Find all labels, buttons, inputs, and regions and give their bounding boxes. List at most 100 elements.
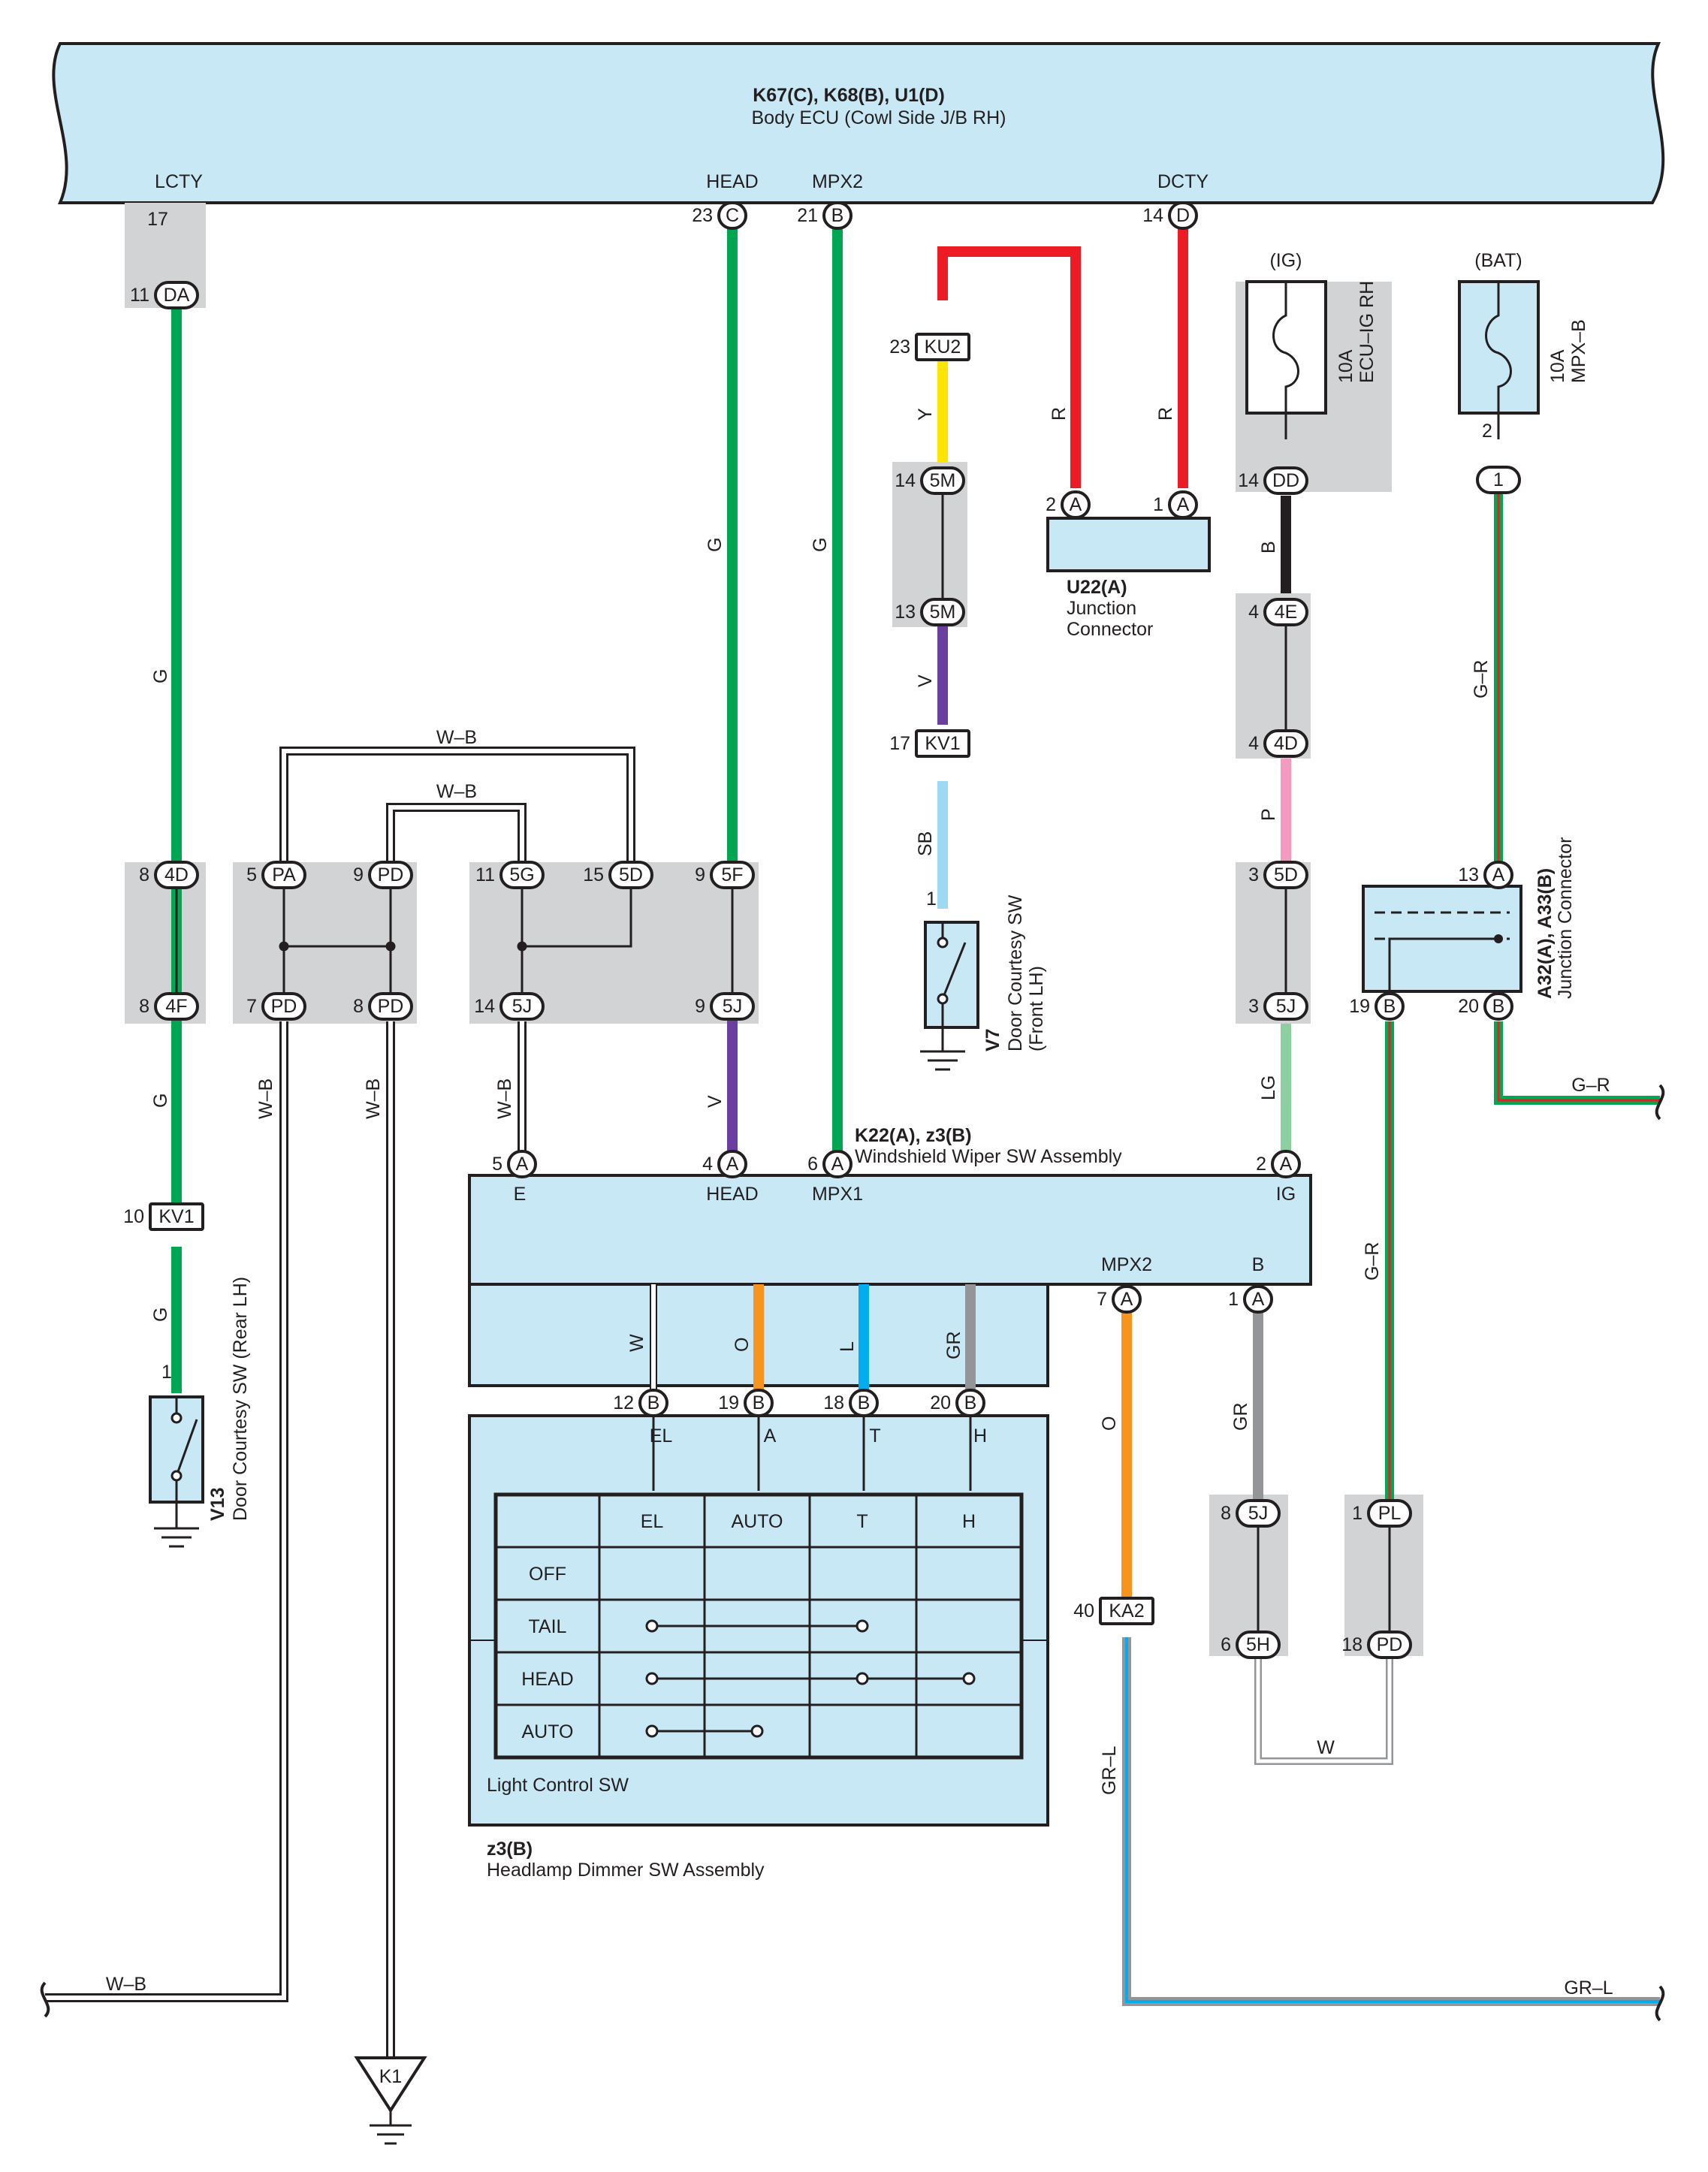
pin-badge-shape: [710, 992, 755, 1021]
svg-text:G–R: G–R: [1362, 1242, 1383, 1281]
pin-badge: A1: [1153, 490, 1198, 519]
svg-text:HEAD: HEAD: [706, 1184, 758, 1205]
svg-text:G: G: [705, 538, 726, 552]
pin-badge-label: PD: [378, 864, 404, 885]
pin-badge: 5D3: [1248, 861, 1308, 889]
pin-badge-shape: [1263, 466, 1308, 495]
pin-badge-label: KV1: [925, 733, 960, 754]
pin-badge-label: B: [1384, 996, 1396, 1017]
pin-number: 1: [1352, 1503, 1362, 1524]
svg-text:Junction Connector: Junction Connector: [1555, 837, 1576, 999]
pin-badge-shape: [717, 201, 747, 230]
pin-badge: PD7: [246, 992, 306, 1021]
break-marks: [40, 1084, 1665, 2022]
svg-text:B: B: [1252, 1254, 1265, 1275]
pin-badge-shape: [261, 992, 306, 1021]
pin-number: 17: [147, 209, 168, 230]
pin-badge: B19: [1349, 992, 1405, 1021]
pin-badge: PA5: [246, 861, 306, 889]
svg-text:AUTO: AUTO: [732, 1511, 783, 1532]
svg-text:SB: SB: [915, 831, 936, 856]
pin-number: 40: [1073, 1600, 1094, 1621]
pin-badge: B 18: [823, 1389, 879, 1417]
body-ecu-code: K67(C), K68(B), U1(D): [753, 85, 945, 106]
pin-number: 23: [889, 336, 910, 357]
pin-number: 2: [1046, 494, 1056, 515]
svg-text:ECU–IG RH: ECU–IG RH: [1356, 281, 1378, 383]
pin-badge-label: B: [753, 1392, 765, 1413]
pin-badge-shape: [154, 281, 199, 309]
svg-text:IG: IG: [1276, 1184, 1296, 1205]
pin-number: 14: [1142, 205, 1163, 226]
pin-number: 12: [613, 1392, 634, 1413]
pin-badge-shape: [1263, 861, 1308, 889]
pin-number: 11: [130, 285, 149, 306]
pin-badge-shape: [1483, 992, 1513, 1021]
pin-badge-shape: [1236, 1631, 1281, 1659]
svg-text:MPX–B: MPX–B: [1568, 319, 1589, 383]
body-ecu-name: Body ECU (Cowl Side J/B RH): [752, 107, 1006, 128]
pin-number: 18: [823, 1392, 844, 1413]
pin-number: 7: [1097, 1289, 1107, 1310]
pin-badge-shape: [1168, 201, 1198, 230]
fuse-bat: (BAT) 10A MPX–B: [1458, 250, 1589, 439]
svg-text:HEAD: HEAD: [521, 1669, 573, 1690]
pin-badge: B19: [718, 1389, 774, 1417]
pin-badge-shape: [1243, 1285, 1273, 1314]
pin-badge-shape: [849, 1389, 879, 1417]
light-control-table: EL AUTO T H OFF TAIL HEAD AUTO: [493, 1492, 1024, 1760]
pin-number: 1: [161, 1362, 172, 1383]
pin-badge-shape: [1236, 1499, 1281, 1528]
pin-badge: A13: [1458, 861, 1513, 889]
bridge-junctions: [175, 488, 1391, 1645]
wire-labels: G G G G G W–B W–B W–B W–B W–B W–B Y R R …: [106, 407, 1613, 1999]
pin-badge-shape: [744, 1389, 774, 1417]
pin-badge-shape: [915, 729, 970, 758]
pin-badge-shape: [915, 333, 970, 361]
wire-u22-red: [937, 246, 1081, 488]
pin-badge-label: 5J: [512, 996, 532, 1017]
pin-badge-label: B: [858, 1392, 871, 1413]
svg-text:MPX1: MPX1: [812, 1184, 863, 1205]
pin-badge: 4F8: [139, 992, 199, 1021]
a32-junction-connector: A32(A), A33(B) Junction Connector: [1362, 837, 1576, 999]
svg-text:R: R: [1049, 407, 1070, 421]
pin-badge: B20: [930, 1389, 985, 1417]
pin-badge-label: 4F: [165, 996, 187, 1017]
pin-badge: B20: [1458, 992, 1513, 1021]
pin-number: 13: [895, 602, 916, 623]
pin-badge-label: A: [1252, 1289, 1265, 1310]
pin-badge: A7: [1097, 1285, 1142, 1314]
pin-badge-label: DD: [1272, 470, 1299, 491]
pin-badge-shape: [1061, 490, 1091, 519]
svg-text:z3(B): z3(B): [487, 1839, 533, 1860]
svg-text:P: P: [1258, 808, 1279, 821]
body-ecu-panel: K67(C), K68(B), U1(D) Body ECU (Cowl Sid…: [52, 42, 1665, 204]
pin-number: 8: [1221, 1503, 1231, 1524]
terminal-mpx2: MPX2: [812, 171, 863, 192]
pin-badge-shape: [1367, 1631, 1412, 1659]
pin-number: 15: [583, 864, 604, 885]
pin-number: 7: [246, 996, 257, 1017]
pin-number: 20: [1458, 996, 1479, 1017]
svg-text:H: H: [973, 1425, 987, 1446]
pin-badge: PD8: [353, 992, 413, 1021]
pin-badge-shape: [154, 992, 199, 1021]
pin-badge-shape: [368, 861, 413, 889]
svg-text:G: G: [150, 1094, 171, 1108]
svg-text:W–B: W–B: [106, 1974, 146, 1995]
pin-number: 5: [246, 864, 257, 885]
pin-badge-label: KA2: [1109, 1600, 1144, 1621]
terminal-lcty: LCTY: [155, 171, 203, 192]
pin-badge: 5J8: [1221, 1499, 1281, 1528]
pin-badge-shape: [717, 1150, 747, 1178]
pin-number: 9: [695, 864, 705, 885]
pin-badge-shape: [1483, 861, 1513, 889]
pin-badge: A6: [807, 1150, 852, 1178]
svg-text:10A: 10A: [1335, 349, 1356, 383]
svg-text:B: B: [1258, 541, 1279, 554]
